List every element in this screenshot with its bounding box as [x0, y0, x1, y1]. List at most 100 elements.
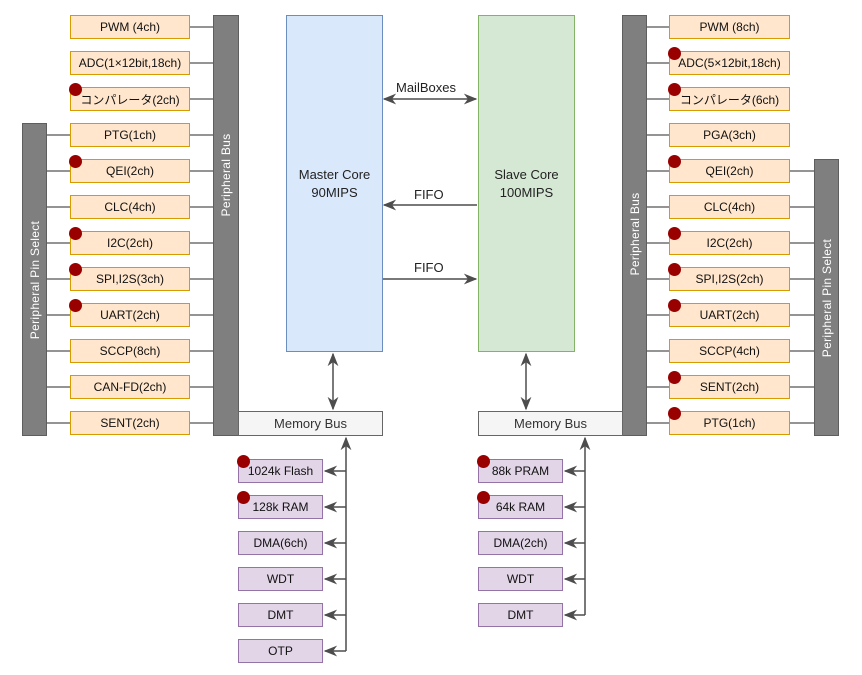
slave-peripheral-block: UART(2ch) [668, 299, 790, 327]
peripheral-label: UART(2ch) [100, 308, 160, 322]
master-peripheral-block: コンパレータ(2ch) [69, 83, 190, 111]
peripheral-label: コンパレータ(2ch) [80, 92, 180, 107]
memory-label: OTP [268, 644, 293, 658]
mailboxes-label: MailBoxes [396, 80, 456, 95]
peripheral-label: SCCP(8ch) [99, 344, 161, 358]
peripheral-label: SPI,I2S(3ch) [95, 272, 165, 286]
memory-label: WDT [506, 572, 535, 586]
memory-label: 1024k Flash [247, 464, 314, 478]
memory-label: WDT [266, 572, 295, 586]
master-peripheral-block: UART(2ch) [69, 299, 190, 327]
master-memory-block: WDT [238, 567, 323, 591]
marker-dot-icon [237, 455, 250, 468]
master-peripheral-block: I2C(2ch) [69, 227, 190, 255]
fifo-master-to-slave-label: FIFO [414, 260, 444, 275]
slave-memory-block: WDT [478, 567, 563, 591]
master-peripheral-block: SENT(2ch) [70, 411, 190, 435]
slave-peripheral-block: ADC(5×12bit,18ch) [668, 47, 790, 75]
memory-label: DMA(2ch) [493, 536, 548, 550]
peripheral-label: SENT(2ch) [100, 416, 160, 430]
peripheral-label: QEI(2ch) [705, 164, 754, 178]
marker-dot-icon [668, 263, 681, 276]
peripheral-label: コンパレータ(6ch) [679, 92, 780, 107]
peripheral-label: PTG(1ch) [703, 416, 756, 430]
marker-dot-icon [477, 491, 490, 504]
peripheral-label: CLC(4ch) [703, 200, 756, 214]
peripheral-label: PWM (8ch) [699, 20, 760, 34]
peripheral-label: ADC(1×12bit,18ch) [78, 56, 182, 70]
peripheral-label: PTG(1ch) [103, 128, 156, 142]
master-peripheral-block: PWM (4ch) [70, 15, 190, 39]
peripheral-label: PGA(3ch) [703, 128, 756, 142]
master-memory-block: 128k RAM [237, 491, 323, 519]
master-peripheral-block: SCCP(8ch) [70, 339, 190, 363]
marker-dot-icon [668, 227, 681, 240]
peripheral-label: QEI(2ch) [105, 164, 154, 178]
master-core-name: Master Core [298, 166, 371, 182]
slave-peripheral-block: I2C(2ch) [668, 227, 790, 255]
peripheral-label: PWM (4ch) [100, 20, 160, 34]
fifo-slave-to-master-label: FIFO [414, 187, 444, 202]
marker-dot-icon [69, 263, 82, 276]
peripheral-label: ADC(5×12bit,18ch) [678, 56, 781, 70]
marker-dot-icon [668, 83, 681, 96]
master-memory-block: 1024k Flash [237, 455, 323, 483]
master-memory-bus-label: Memory Bus [274, 416, 347, 431]
slave-core-speed: 100MIPS [499, 184, 554, 200]
memory-label: 88k PRAM [491, 464, 550, 478]
master-peripheral-bus-label: Peripheral Bus [219, 133, 233, 217]
slave-core-name: Slave Core [494, 166, 559, 182]
master-peripheral-block: SPI,I2S(3ch) [69, 263, 190, 291]
slave-peripheral-block: QEI(2ch) [668, 155, 790, 183]
memory-label: DMT [507, 608, 534, 622]
marker-dot-icon [668, 299, 681, 312]
slave-memory-block: DMA(2ch) [478, 531, 563, 555]
marker-dot-icon [69, 155, 82, 168]
marker-dot-icon [668, 47, 681, 60]
master-peripheral-block: QEI(2ch) [69, 155, 190, 183]
memory-label: DMA(6ch) [253, 536, 308, 550]
master-peripheral-block: PTG(1ch) [70, 123, 190, 147]
marker-dot-icon [668, 407, 681, 420]
slave-peripheral-block: SPI,I2S(2ch) [668, 263, 790, 291]
marker-dot-icon [69, 83, 82, 96]
peripheral-label: SENT(2ch) [699, 380, 760, 394]
master-pin-select-bar: Peripheral Pin Select [22, 123, 47, 436]
slave-memory-bus: Memory Bus [478, 411, 623, 436]
marker-dot-icon [69, 299, 82, 312]
peripheral-label: CLC(4ch) [104, 200, 156, 214]
peripheral-label: SPI,I2S(2ch) [695, 272, 764, 286]
slave-peripheral-block: コンパレータ(6ch) [668, 83, 790, 111]
master-peripheral-block: CAN-FD(2ch) [70, 375, 190, 399]
slave-memory-bus-label: Memory Bus [514, 416, 587, 431]
slave-memory-block: 88k PRAM [477, 455, 563, 483]
master-peripheral-block: CLC(4ch) [70, 195, 190, 219]
master-core-speed: 90MIPS [311, 184, 358, 200]
slave-peripheral-block: SCCP(4ch) [669, 339, 790, 363]
master-peripheral-bus: Peripheral Bus [213, 15, 239, 436]
marker-dot-icon [477, 455, 490, 468]
slave-peripheral-bus: Peripheral Bus [622, 15, 647, 436]
master-pin-select-label: Peripheral Pin Select [27, 220, 42, 339]
memory-label: DMT [267, 608, 294, 622]
master-memory-block: OTP [238, 639, 323, 663]
marker-dot-icon [237, 491, 250, 504]
peripheral-label: I2C(2ch) [706, 236, 753, 250]
marker-dot-icon [668, 155, 681, 168]
master-memory-block: DMT [238, 603, 323, 627]
memory-label: 128k RAM [252, 500, 309, 514]
slave-memory-block: 64k RAM [477, 491, 563, 519]
peripheral-label: UART(2ch) [699, 308, 760, 322]
master-memory-bus: Memory Bus [238, 411, 383, 436]
slave-peripheral-block: SENT(2ch) [668, 371, 790, 399]
slave-peripheral-block: PGA(3ch) [669, 123, 790, 147]
marker-dot-icon [668, 371, 681, 384]
master-core: Master Core 90MIPS [286, 15, 383, 352]
marker-dot-icon [69, 227, 82, 240]
slave-pin-select-bar: Peripheral Pin Select [814, 159, 839, 436]
master-peripheral-block: ADC(1×12bit,18ch) [70, 51, 190, 75]
slave-memory-block: DMT [478, 603, 563, 627]
slave-core: Slave Core 100MIPS [478, 15, 575, 352]
master-memory-block: DMA(6ch) [238, 531, 323, 555]
